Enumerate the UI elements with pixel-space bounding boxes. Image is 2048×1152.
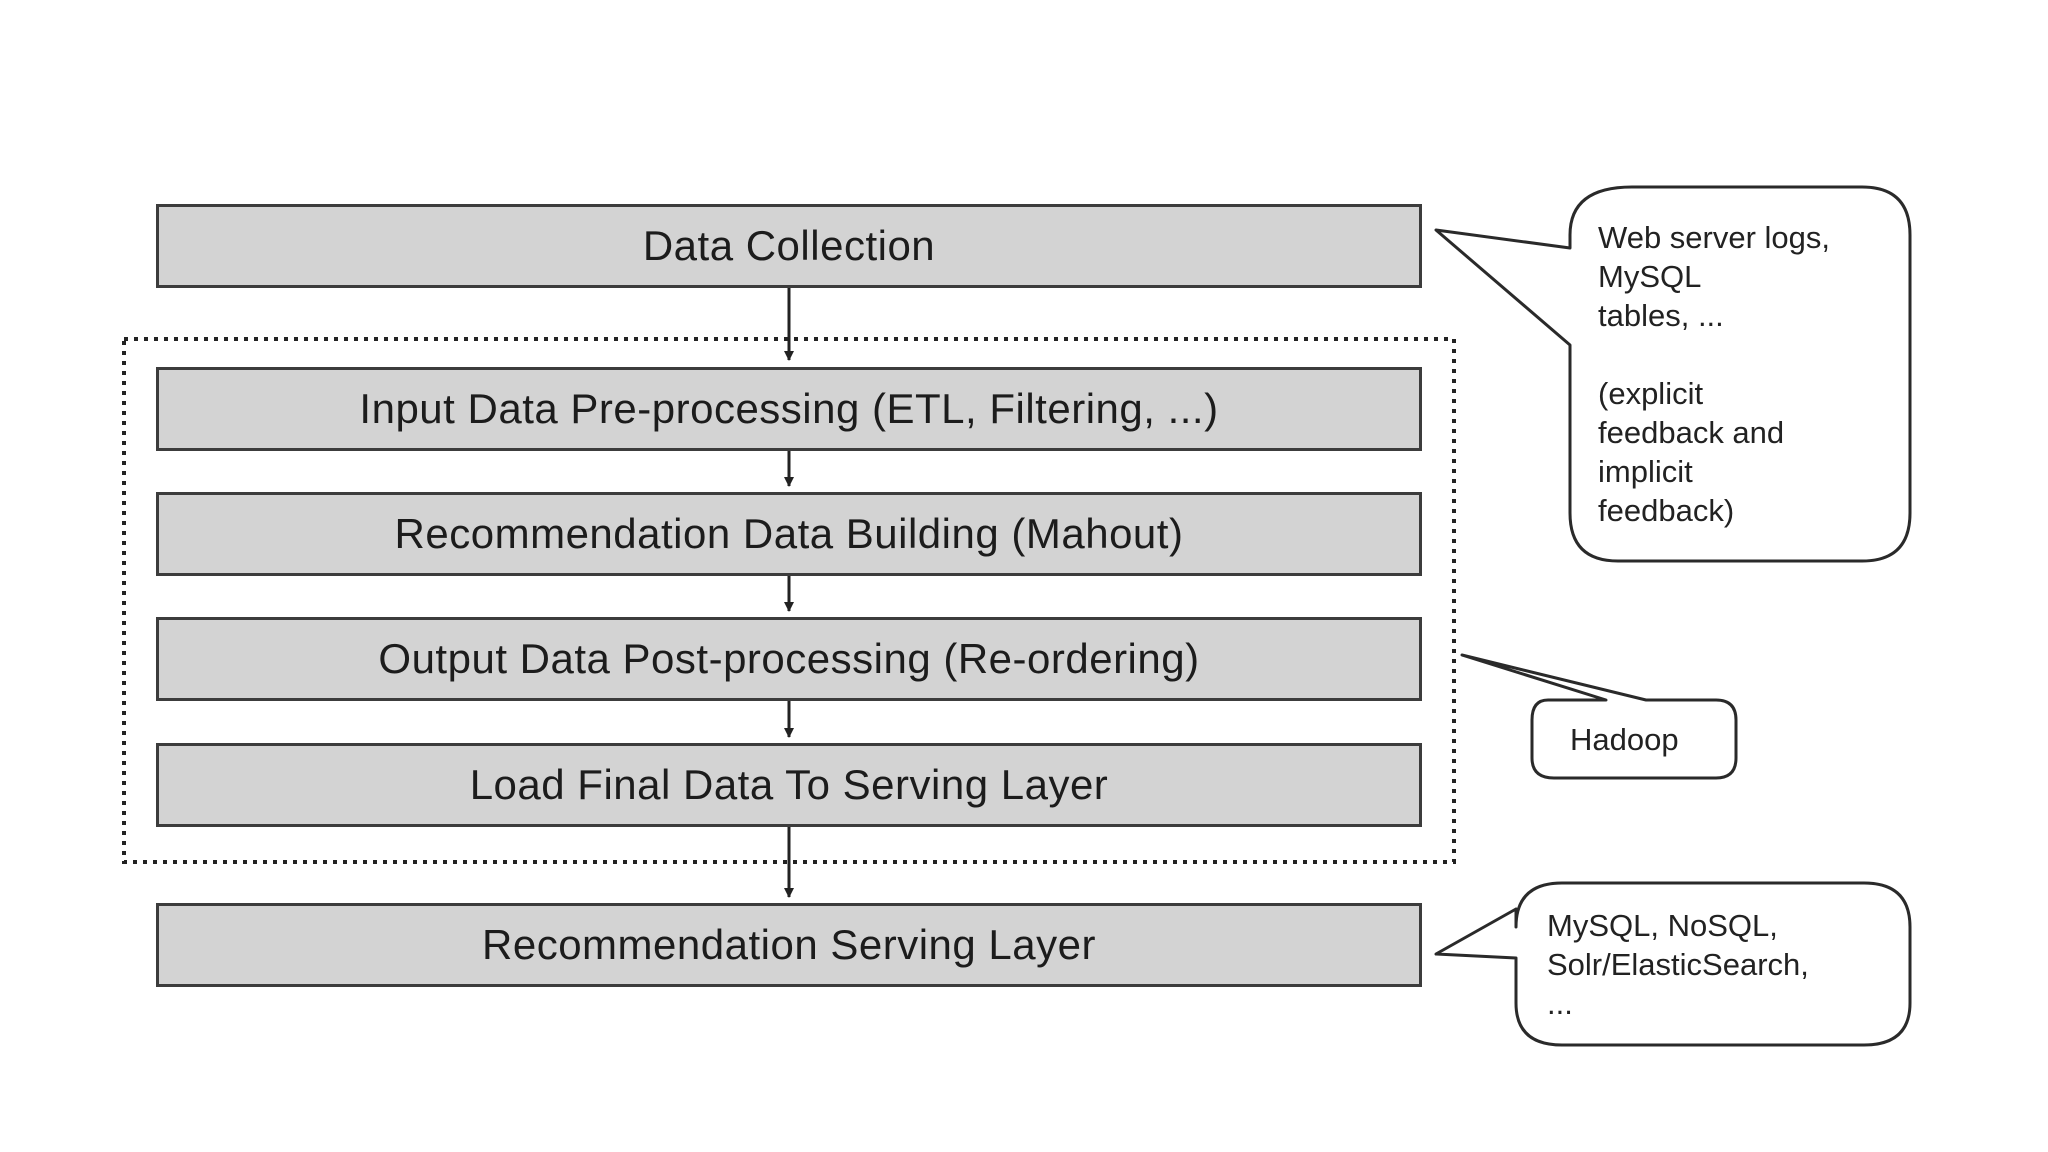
callout-processing-platform-bubble: [1460, 653, 1738, 780]
callout-data-sources-text: Web server logs, MySQL tables, ... (expl…: [1598, 220, 1831, 528]
stage-load-final-data: Load Final Data To Serving Layer: [156, 743, 1422, 827]
hadoop-group-boundary: [122, 337, 1456, 864]
stage-input-data-preprocessing: Input Data Pre-processing (ETL, Filterin…: [156, 367, 1422, 451]
stage-label: Recommendation Serving Layer: [482, 921, 1096, 968]
stage-label: Input Data Pre-processing (ETL, Filterin…: [359, 385, 1219, 432]
callout-serving-stores-text: MySQL, NoSQL, Solr/ElasticSearch, ...: [1547, 908, 1809, 1021]
stage-label: Data Collection: [642, 222, 936, 269]
stage-recommendation-serving-layer: Recommendation Serving Layer: [156, 903, 1422, 987]
callout-serving-stores-bubble: [1434, 881, 1912, 1047]
stage-recommendation-data-building: Recommendation Data Building (Mahout): [156, 492, 1422, 576]
stage-label: Output Data Post-processing (Re-ordering…: [378, 635, 1200, 682]
callout-data-sources-bubble: [1434, 185, 1912, 563]
stage-label: Recommendation Data Building (Mahout): [394, 510, 1184, 557]
stage-output-data-postprocessing: Output Data Post-processing (Re-ordering…: [156, 617, 1422, 701]
callout-processing-platform-text: Hadoop: [1570, 722, 1679, 757]
stage-data-collection: Data Collection: [156, 204, 1422, 288]
stage-label: Load Final Data To Serving Layer: [469, 761, 1109, 808]
